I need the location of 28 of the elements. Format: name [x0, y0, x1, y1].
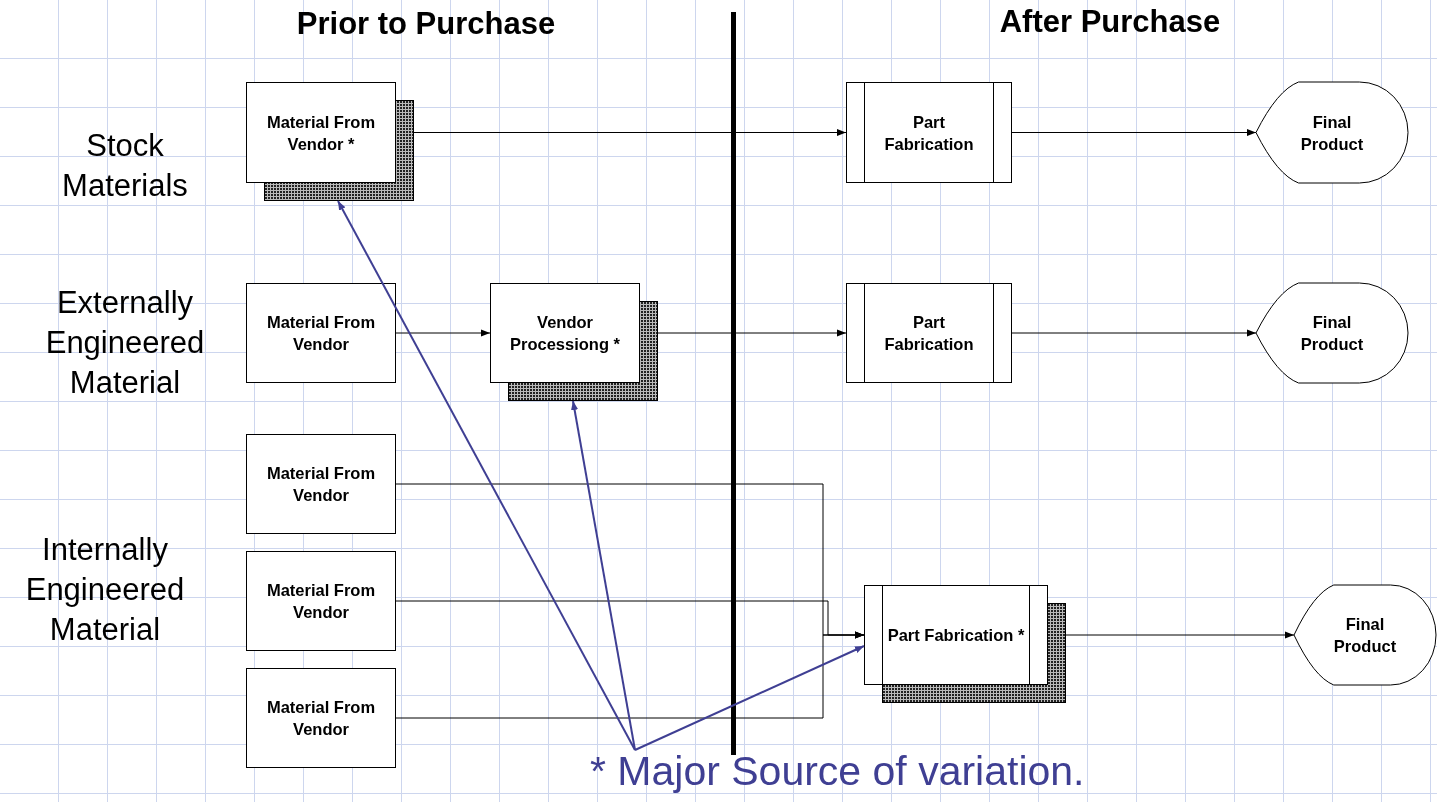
- flow-arrow: [395, 329, 491, 337]
- footnote: * Major Source of variation.: [590, 748, 1085, 795]
- box-label: Final Product: [1299, 312, 1365, 355]
- flow-arrow: [1065, 631, 1295, 639]
- box-label: Material From Vendor: [265, 580, 377, 623]
- box-label: Part Fabrication: [883, 312, 975, 355]
- box-label: Final Product: [1299, 111, 1365, 155]
- box-label: Final Product: [1332, 614, 1398, 657]
- box-label: Material From Vendor *: [265, 111, 377, 155]
- box-label: Vendor Processiong *: [508, 312, 621, 355]
- row-label: Externally Engineered Material: [44, 284, 206, 402]
- flow-arrow: [1011, 128, 1257, 137]
- box-label: Material From Vendor: [265, 697, 377, 740]
- column-heading: Prior to Purchase: [295, 5, 557, 43]
- row-label: Internally Engineered Material: [24, 531, 186, 649]
- box-label: Material From Vendor: [265, 312, 377, 355]
- row-label: Stock Materials: [61, 127, 189, 205]
- leader-arrow: [337, 200, 636, 751]
- box-label: Part Fabrication *: [886, 625, 1026, 646]
- leader-arrow: [571, 400, 636, 751]
- box-label: Material From Vendor: [265, 463, 377, 506]
- flow-arrow: [657, 329, 847, 337]
- column-heading: After Purchase: [998, 3, 1222, 41]
- leader-arrow: [634, 645, 865, 751]
- flow-arrow: [1011, 329, 1257, 337]
- flow-arrow: [413, 128, 847, 137]
- box-label: Part Fabrication: [883, 111, 975, 155]
- flow-arrow: [395, 631, 865, 719]
